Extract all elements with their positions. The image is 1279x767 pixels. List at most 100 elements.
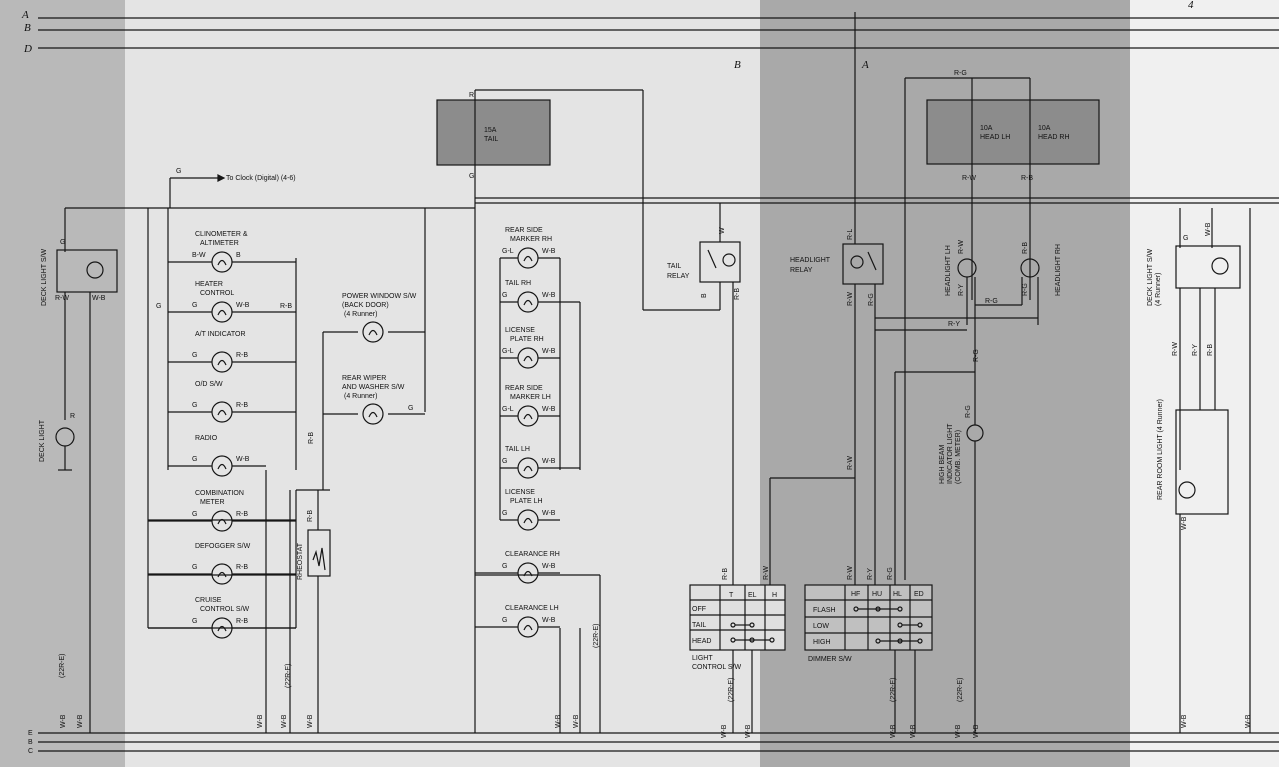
bus-label-d: D <box>23 43 32 55</box>
dim-row-low: LOW <box>813 623 829 630</box>
left-lamp-1-wire-r: W-B <box>236 302 250 309</box>
center-lamp-5-wire-l: G <box>502 510 507 517</box>
left-lamp-0-wire-r: B <box>236 252 241 259</box>
mid-lamp-1-wire-r: G <box>408 405 413 412</box>
ground-label-5: (22R-E) <box>285 663 292 688</box>
center-lamp-4-wire-l: G <box>502 458 507 465</box>
ground-label-11: W-B <box>745 724 752 738</box>
mid-lamp-1-label: REAR WIPER <box>342 375 386 382</box>
deck-light-wire: R <box>70 413 75 420</box>
bus-label-a: A <box>21 9 29 21</box>
center-lamp-7-wire-r: W-B <box>542 617 556 624</box>
left-lamp-2-wire-l: G <box>192 352 197 359</box>
dim-wire2: R-Y <box>867 568 874 580</box>
center-lamp-7-wire-l: G <box>502 617 507 624</box>
hb-label3: (COMB. METER) <box>955 430 962 484</box>
left-lamp-5-label2: METER <box>200 499 225 506</box>
hl-relay-label: HEADLIGHT <box>790 257 831 264</box>
paper-shade-far-right <box>1130 0 1279 767</box>
ground-label-13: W-B <box>890 724 897 738</box>
center-lamp-5-bulb <box>517 509 539 531</box>
bottom-bus: E B C <box>28 730 1279 755</box>
center-lamp-0-label2: MARKER RH <box>510 236 552 243</box>
deck-light-label: DECK LIGHT <box>39 419 46 462</box>
section-letter-b: B <box>734 59 741 71</box>
ground-label-15: (22R-E) <box>890 677 897 702</box>
bus-label-b2: B <box>28 739 33 746</box>
deck-sw-label: DECK LIGHT S/W <box>41 249 48 306</box>
center-lamp-4-wire-r: W-B <box>542 458 556 465</box>
center-lamp-7-bulb <box>517 616 539 638</box>
fuse-head: R-G 10A HEAD LH 10A HEAD RH R-W R-B <box>904 70 1100 580</box>
left-lamp-0-filament <box>217 259 227 266</box>
left-lamp-7-wire-l: G <box>192 618 197 625</box>
center-lamp-6-bulb <box>517 562 539 584</box>
left-lamp-6-label: DEFOGGER S/W <box>195 543 251 550</box>
left-lamp-7-wire-r: R-B <box>236 618 248 625</box>
bus-label-e: E <box>28 730 33 737</box>
left-lamp-2-label: A/T INDICATOR <box>195 331 246 338</box>
paper-shade-left <box>0 0 125 767</box>
left-lamp-5-filament <box>217 518 227 525</box>
center-lamp-4-label: TAIL LH <box>505 446 530 453</box>
rheostat-wire: R-B <box>307 510 314 522</box>
lcs-row-tail: TAIL <box>692 622 706 629</box>
fuse-tail: R G 15A TAIL <box>436 89 720 311</box>
ground-label-12: (22R-E) <box>728 677 735 702</box>
ground-label-14: W-B <box>910 724 917 738</box>
dim-row-flash: FLASH <box>813 607 836 614</box>
deck-light-switch-left: DECK LIGHT S/W R-W W-B G DECK LIGHT R <box>39 208 118 733</box>
dimmer-switch: HF HU HL ED FLASH LOW HIGH DIMMER S/W R-… <box>804 456 933 733</box>
ground-label-0: W-B <box>60 714 67 728</box>
ground-label-16: W-B <box>955 724 962 738</box>
center-lamp-5-label2: PLATE LH <box>510 498 543 505</box>
mid-lamp-1-filament <box>368 411 378 418</box>
center-lamp-2-wire-l: G-L <box>502 348 514 355</box>
mid-rb-down: R-B <box>308 432 315 444</box>
hb-label: HIGH BEAM <box>939 445 946 484</box>
center-lamp-6-wire-l: G <box>502 563 507 570</box>
left-lamp-3-wire-r: R-B <box>236 402 248 409</box>
hl-relay-bl: R-W <box>847 292 854 306</box>
left-lamp-1-bulb <box>211 301 233 323</box>
fuse-head-rh-wire: R-B <box>1021 175 1033 182</box>
tail-relay: TAIL RELAY W R-B B <box>667 203 741 585</box>
dim-col-hf: HF <box>851 591 860 598</box>
left-lamp-5-bulb <box>211 510 233 532</box>
rds-r: W-B <box>1205 222 1212 236</box>
center-lamp-1-wire-l: G <box>502 292 507 299</box>
left-lamp-0-wire-l: B-W <box>192 252 206 259</box>
center-lamp-3-wire-l: G-L <box>502 406 514 413</box>
hl-relay-br: R-G <box>868 293 875 306</box>
dim-col-ed: ED <box>914 591 924 598</box>
tail-relay-bottom: R-B <box>734 288 741 300</box>
center-lamp-6-wire-r: W-B <box>542 563 556 570</box>
left-g-tap: G <box>156 303 161 310</box>
left-lamp-5-label: COMBINATION <box>195 490 244 497</box>
hb-label2: INDICATOR LIGHT <box>947 423 954 484</box>
dim-rw: R-W <box>847 456 854 470</box>
ground-label-19: W-B <box>1181 714 1188 728</box>
center-lamp-3-bulb <box>517 405 539 427</box>
section-letter-a: A <box>861 59 869 71</box>
center-lamp-6-label: CLEARANCE RH <box>505 551 560 558</box>
hb-wire: R-G <box>973 349 980 362</box>
left-lamp-6-wire-r: R-B <box>236 564 248 571</box>
mid-lamp-group: POWER WINDOW S/W(BACK DOOR)(4 Runner)REA… <box>342 293 417 425</box>
deck-sw-wire-r: W-B <box>92 295 106 302</box>
rds-w2: R-Y <box>1192 344 1199 356</box>
left-lamp-3-bulb <box>211 401 233 423</box>
left-lamp-1-label2: CONTROL <box>200 290 234 297</box>
fuse-head-lh-wire: R-W <box>962 175 976 182</box>
light-control-switch: T EL H OFF TAIL HEAD LIGHT CONTROL S/W R… <box>689 566 786 733</box>
dim-wire3: R-G <box>887 567 894 580</box>
lcs-label2: CONTROL S/W <box>692 664 742 671</box>
dim-wire1: R-W <box>847 566 854 580</box>
rds-label: DECK LIGHT S/W <box>1147 249 1154 306</box>
hl-ry-mid: R-Y <box>948 321 960 328</box>
left-lamp-6-filament <box>217 571 227 578</box>
lcs-col-h: H <box>772 592 777 599</box>
rear-room-label: REAR ROOM LIGHT (4 Runner) <box>1157 399 1164 500</box>
left-lamp-4-bulb <box>211 455 233 477</box>
